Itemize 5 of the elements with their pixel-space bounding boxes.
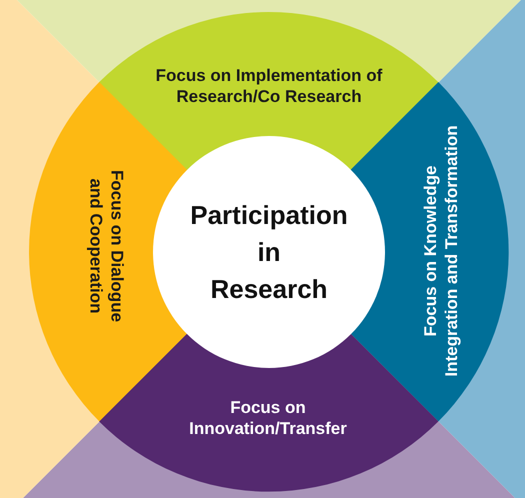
segment-label: Focus on Implementation of Research/Co Research (154, 64, 384, 108)
segment-label: Focus on Dialogue and Cooperation (85, 168, 128, 324)
segment-label: Focus on Innovation/Transfer (188, 396, 348, 440)
center-label: Participation in Research (189, 198, 349, 306)
segment-label: Focus on Knowledge Integration and Transformation (420, 124, 462, 379)
